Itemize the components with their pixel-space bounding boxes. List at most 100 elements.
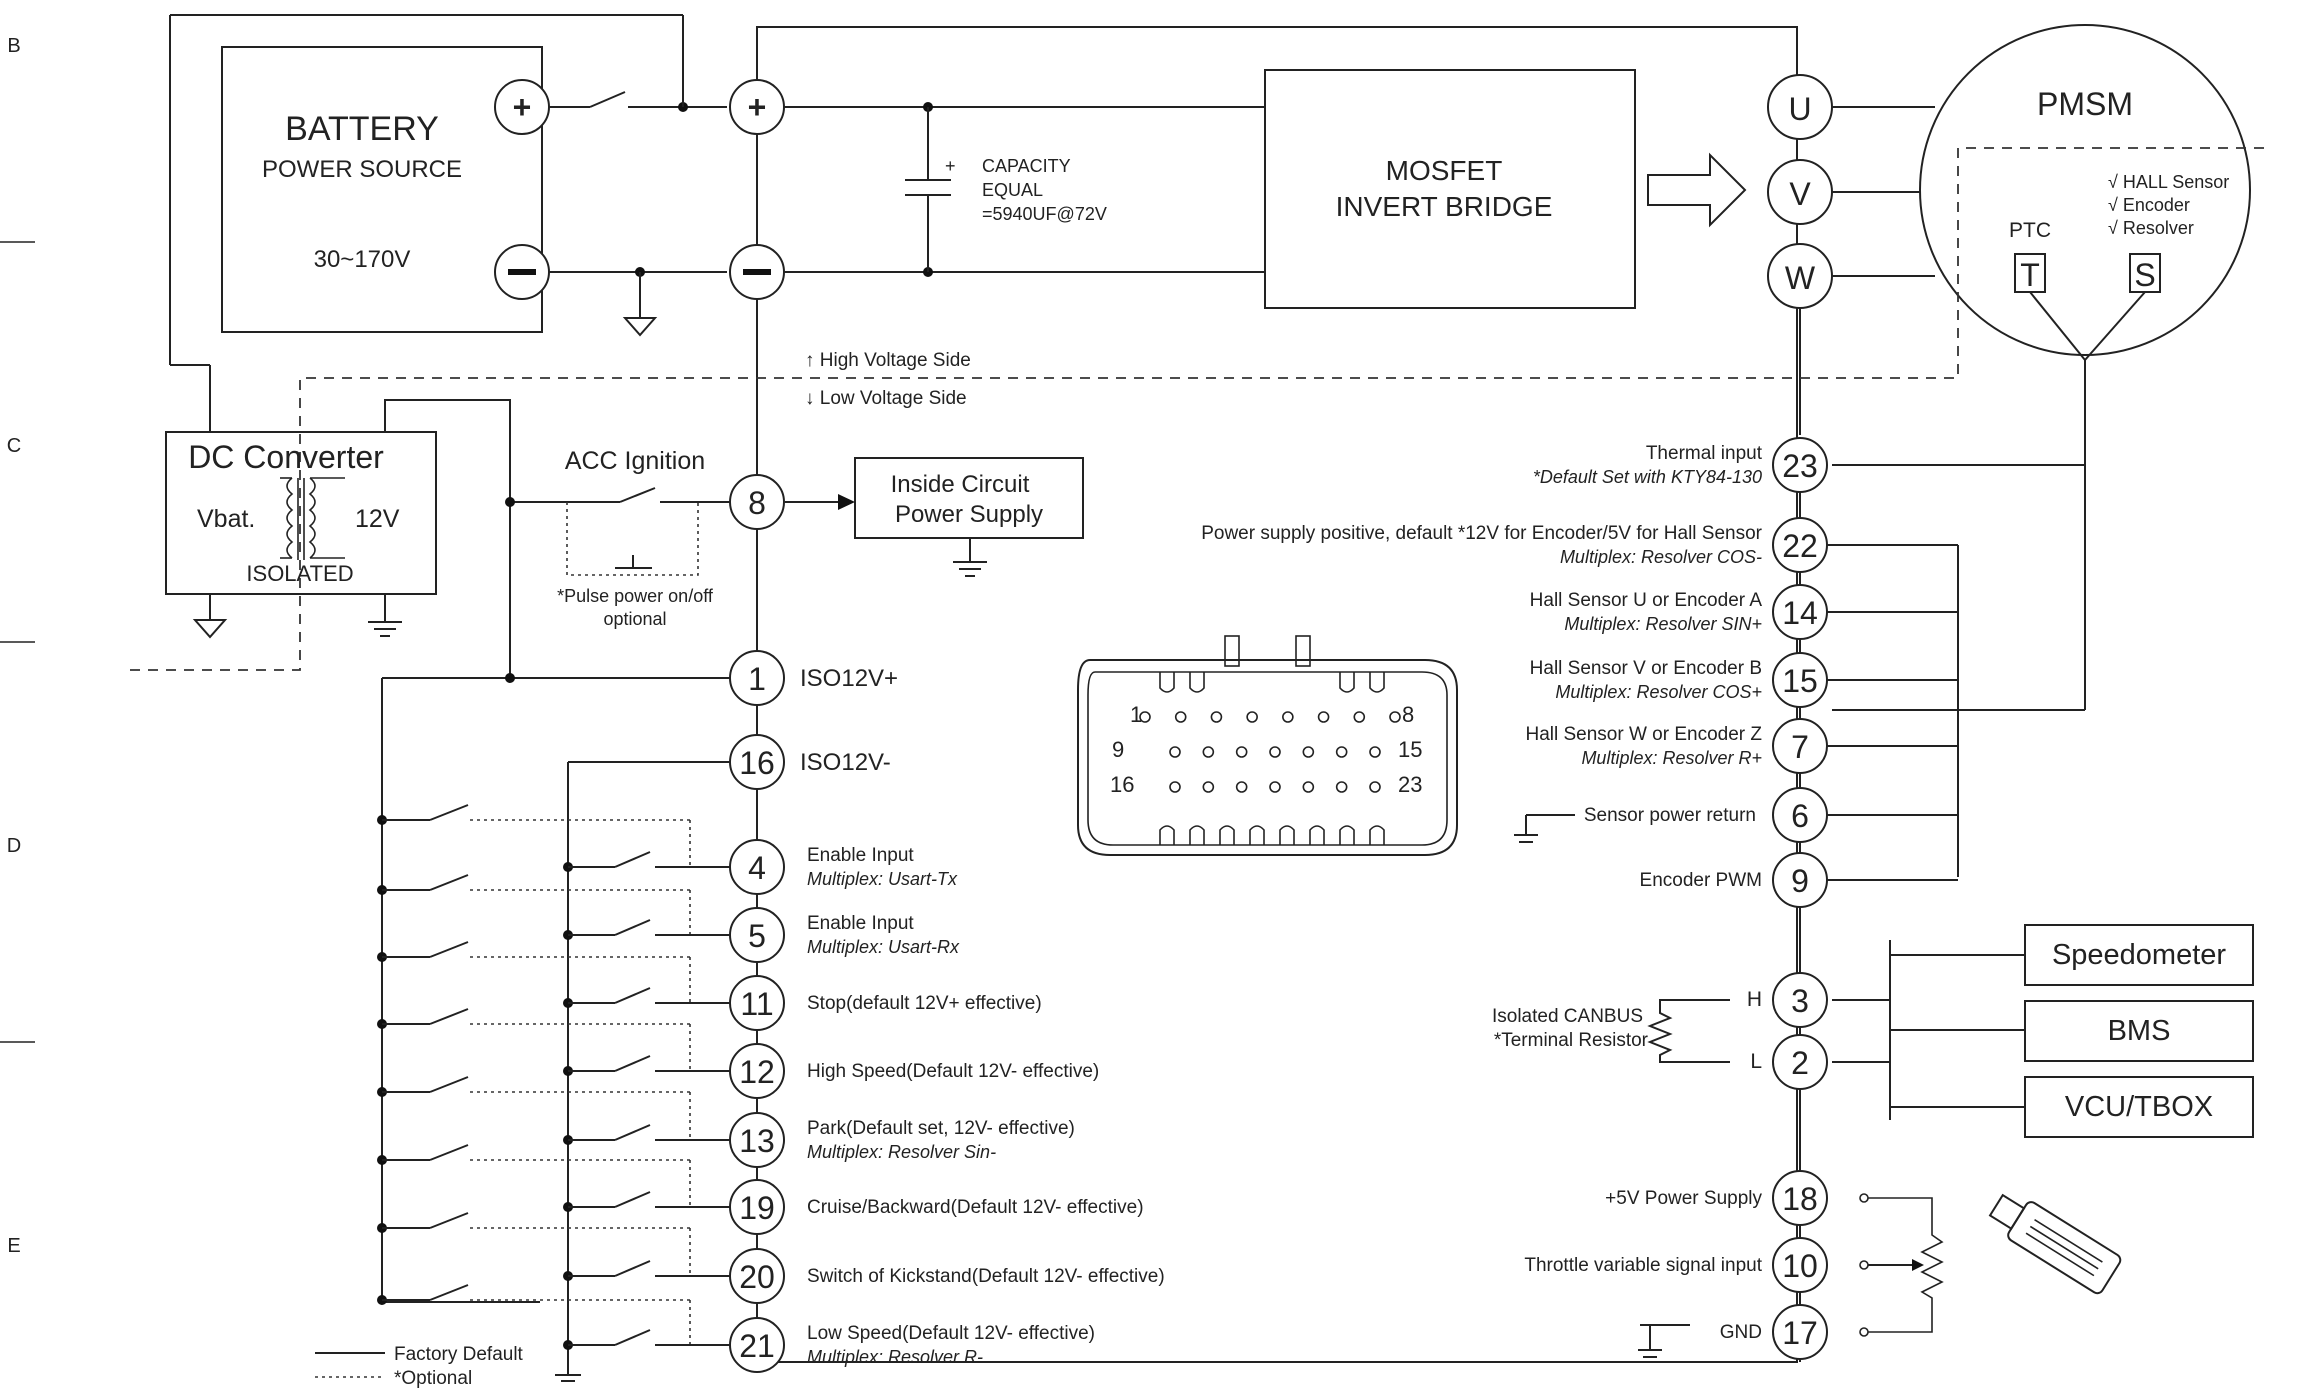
pin-sublabel: Multiplex: Resolver Sin-: [807, 1142, 996, 1162]
bus-device: BMS: [2024, 1000, 2254, 1062]
mosfet-block: MOSFET INVERT BRIDGE: [1264, 69, 1747, 309]
main-negative-icon: [743, 269, 771, 275]
phase-v: V: [1789, 176, 1811, 212]
switch-row: [377, 804, 730, 872]
pin-15: 15 Hall Sensor V or Encoder B Multiplex: R…: [1530, 652, 1958, 708]
pin-label: Enable Input: [807, 913, 914, 934]
pin-18: 18+5V Power Supply: [1605, 1170, 1828, 1226]
pin-12: 12 High Speed(Default 12V- effective): [729, 1043, 1099, 1099]
phase-u: U: [1788, 91, 1811, 127]
pin-number: 13: [739, 1123, 775, 1159]
t-label: T: [2020, 257, 2040, 293]
pin-label: Switch of Kickstand(Default 12V- effecti…: [807, 1266, 1165, 1287]
capacitor-plus: +: [945, 156, 956, 176]
pin-label: Hall Sensor V or Encoder B: [1530, 658, 1762, 679]
mosfet-line1: MOSFET: [1386, 155, 1503, 186]
battery-negative-icon: [508, 269, 536, 275]
pin-number: 8: [748, 485, 766, 521]
pin-3: 3H: [1747, 972, 1828, 1028]
pin-11: 11 Stop(default 12V+ effective): [729, 975, 1042, 1031]
pin-number: 15: [1782, 663, 1818, 699]
arrow-right-icon: [1647, 152, 1747, 228]
bus-device-label: BMS: [2108, 1015, 2171, 1047]
pin-number: 12: [739, 1054, 775, 1090]
battery-block: BATTERY POWER SOURCE 30~170V +: [221, 46, 550, 333]
switch-row: [377, 874, 730, 940]
potentiometer-icon: [1868, 1197, 1944, 1333]
pin-label: Stop(default 12V+ effective): [807, 993, 1042, 1014]
capacitor-line1: CAPACITY: [982, 156, 1071, 176]
inside-circuit-line2: Power Supply: [895, 501, 1043, 528]
dc-vbat: Vbat.: [197, 505, 255, 533]
acc-note2: optional: [603, 609, 666, 629]
conn-r3-end: 23: [1398, 772, 1422, 797]
pin-number: 1: [748, 661, 766, 697]
pin-label: High Speed(Default 12V- effective): [807, 1061, 1099, 1082]
bus-device: Speedometer: [2024, 924, 2254, 986]
pin-number: 10: [1782, 1248, 1818, 1284]
conn-r2-end: 15: [1398, 737, 1422, 762]
pin-number: 11: [740, 986, 773, 1022]
pin-sublabel: *Default Set with KTY84-130: [1533, 467, 1762, 487]
ground-icon: [622, 317, 658, 337]
pin-label: Cruise/Backward(Default 12V- effective): [807, 1197, 1144, 1218]
pin-number: 9: [1791, 863, 1809, 899]
resistor-icon: [1647, 999, 1730, 1063]
pin-number: 7: [1791, 729, 1809, 765]
grid-markers: B C D E: [0, 35, 35, 1257]
pin-sublabel: Multiplex: Usart-Tx: [807, 869, 958, 889]
switch-row: [377, 1212, 730, 1281]
switch-row: [377, 1008, 730, 1076]
canbus-line1: Isolated CANBUS: [1492, 1006, 1643, 1027]
dc-isolated: ISOLATED: [246, 561, 353, 586]
main-terminals: +: [729, 79, 1265, 470]
pin-number: 17: [1782, 1315, 1818, 1351]
switch-row: [377, 941, 730, 1008]
grid-row-e: E: [7, 1235, 20, 1257]
pin-number: 18: [1782, 1181, 1818, 1217]
canbus-line2: *Terminal Resistor: [1494, 1030, 1649, 1051]
pin-sublabel: Multiplex: Resolver COS+: [1555, 682, 1762, 702]
dc-converter: DC Converter Vbat. 12V ISOLATED: [165, 399, 511, 678]
battery-subtitle: POWER SOURCE: [262, 156, 462, 183]
pin-label: Low Speed(Default 12V- effective): [807, 1323, 1095, 1344]
arrow-icon: [838, 494, 855, 510]
bus-device-label: VCU/TBOX: [2065, 1091, 2213, 1123]
s-label: S: [2134, 257, 2155, 293]
pin-number: 22: [1782, 528, 1818, 564]
sensor-hall: √ HALL Sensor: [2108, 172, 2229, 192]
grid-row-d: D: [7, 835, 21, 857]
pin-label: Sensor power return: [1584, 805, 1756, 826]
conn-r1-end: 8: [1402, 702, 1414, 727]
battery-title: BATTERY: [285, 110, 439, 148]
low-voltage-label: ↓ Low Voltage Side: [805, 388, 967, 409]
acc-ignition: ACC Ignition *Pulse power on/off optiona…: [505, 447, 1084, 629]
throttle-grip-icon: [1988, 1193, 2122, 1295]
grid-row-c: C: [7, 435, 21, 457]
transformer-icon: [286, 477, 294, 559]
pin-label: H: [1747, 988, 1762, 1011]
pin-number: 23: [1782, 448, 1818, 484]
pin-number: 2: [1791, 1045, 1809, 1081]
legend: Factory Default *Optional: [315, 1344, 524, 1389]
conn-r1-start: 1: [1130, 702, 1142, 727]
pmsm-title: PMSM: [2037, 86, 2133, 122]
main-positive-icon: +: [748, 89, 767, 125]
pin-label: Throttle variable signal input: [1524, 1255, 1762, 1276]
high-voltage-label: ↑ High Voltage Side: [805, 350, 971, 371]
pin-sublabel: Multiplex: Resolver R-: [807, 1347, 983, 1367]
capacitor: + CAPACITY EQUAL =5940UF@72V: [905, 102, 1107, 277]
pin-10: 10 Throttle variable signal input: [1524, 1237, 1828, 1293]
pin-number: 4: [748, 850, 766, 886]
